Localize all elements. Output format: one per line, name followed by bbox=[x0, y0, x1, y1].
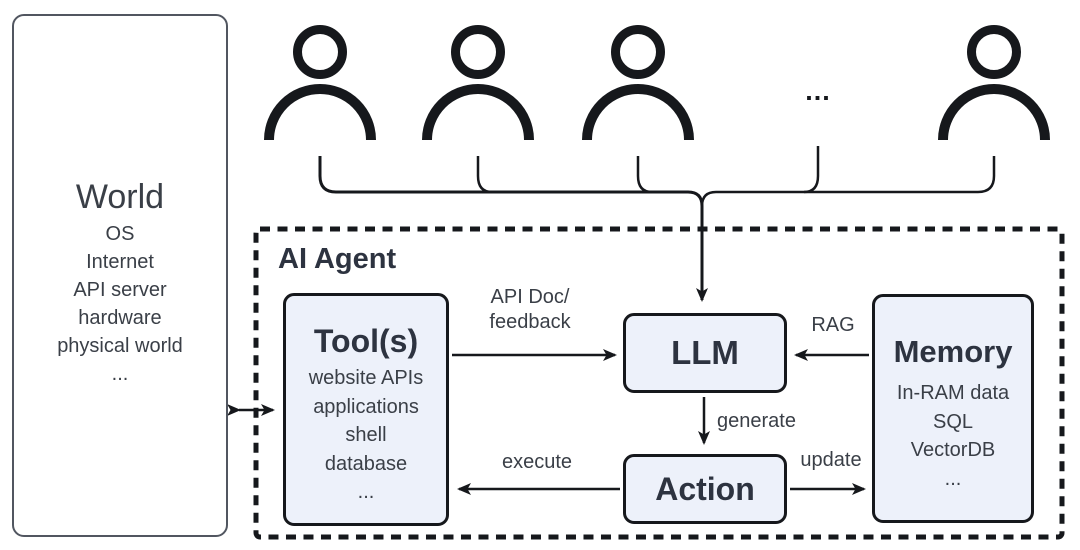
llm-node: LLM bbox=[623, 313, 787, 393]
world-items: OS Internet API server hardware physical… bbox=[14, 220, 226, 388]
memory-items: In-RAM data SQL VectorDB ... bbox=[875, 379, 1031, 493]
memory-item: VectorDB bbox=[910, 439, 996, 461]
users-brace-left bbox=[318, 156, 708, 302]
action-title: Action bbox=[655, 470, 755, 507]
memory-item: ... bbox=[944, 467, 962, 490]
memory-item: SQL bbox=[932, 410, 974, 433]
users-brace-stub bbox=[476, 156, 493, 194]
user-icon bbox=[938, 25, 1050, 141]
tools-items: website APIs applications shell database… bbox=[286, 364, 446, 507]
world-item: ... bbox=[111, 363, 129, 385]
edge-label-api-doc-line2: feedback bbox=[489, 311, 571, 333]
tools-item: website APIs bbox=[308, 367, 424, 389]
memory-item: In-RAM data bbox=[896, 382, 1010, 404]
users-brace-stub bbox=[803, 146, 820, 194]
edge-label-api-doc: API Doc/ feedback bbox=[455, 285, 605, 335]
world-item: OS bbox=[105, 223, 135, 245]
world-box: World OS Internet API server hardware ph… bbox=[12, 14, 228, 537]
world-item: physical world bbox=[57, 335, 183, 357]
user-icon bbox=[582, 25, 694, 141]
memory-title: Memory bbox=[893, 334, 1013, 369]
world-item: API server bbox=[73, 279, 167, 301]
llm-title: LLM bbox=[671, 334, 739, 371]
users-brace-stub bbox=[636, 156, 653, 194]
users-ellipsis: ... bbox=[805, 76, 831, 106]
tools-node: Tool(s) website APIs applications shell … bbox=[283, 293, 449, 526]
world-title: World bbox=[75, 178, 165, 216]
user-icon bbox=[264, 25, 376, 141]
tools-item: shell bbox=[345, 424, 387, 446]
edge-label-rag: RAG bbox=[811, 314, 855, 336]
edge-label-generate: generate bbox=[717, 410, 796, 432]
tools-item: database bbox=[324, 452, 408, 475]
edge-label-api-doc-line1: API Doc/ bbox=[490, 286, 570, 308]
world-item: hardware bbox=[78, 307, 162, 329]
action-node: Action bbox=[623, 454, 787, 524]
tools-title: Tool(s) bbox=[313, 323, 419, 359]
users-brace-right bbox=[700, 156, 996, 207]
tools-item: applications bbox=[313, 395, 419, 418]
edge-label-execute: execute bbox=[501, 451, 573, 473]
memory-node: Memory In-RAM data SQL VectorDB ... bbox=[872, 294, 1034, 523]
user-icon bbox=[422, 25, 534, 141]
world-item: Internet bbox=[86, 251, 154, 273]
edge-label-update: update bbox=[800, 449, 862, 471]
tools-item: ... bbox=[357, 481, 375, 503]
ai-agent-label: AI Agent bbox=[278, 243, 397, 275]
